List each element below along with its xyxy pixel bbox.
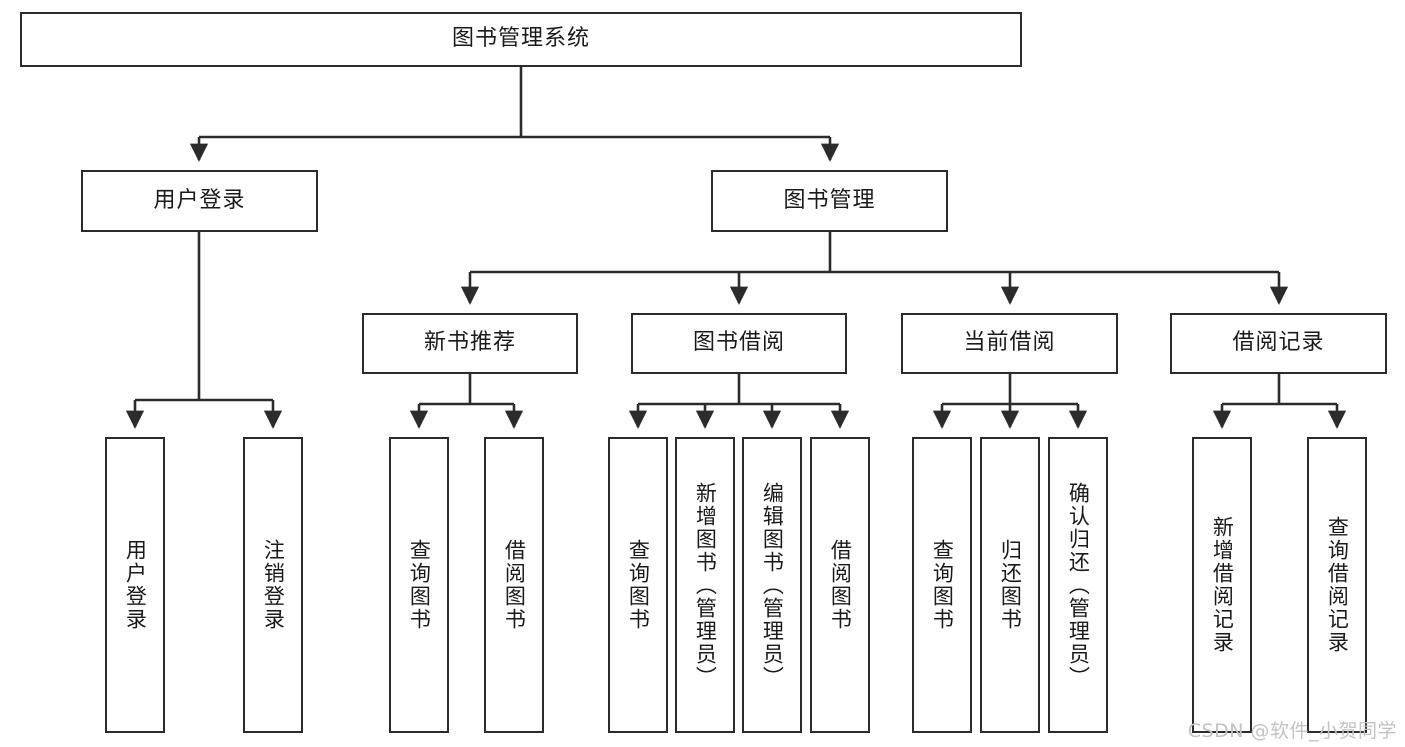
leaf-current-borrow-confirm-return[interactable]: 确认归还（管理员） <box>1048 437 1108 733</box>
leaf-label: 归还图书 <box>998 539 1023 631</box>
leaf-label: 确认归还（管理员） <box>1066 481 1091 689</box>
leaf-borrow-record-query[interactable]: 查询借阅记录 <box>1307 437 1367 733</box>
node-root-label: 图书管理系统 <box>451 26 590 52</box>
leaf-book-borrow-query[interactable]: 查询图书 <box>608 437 668 733</box>
node-current-borrow[interactable]: 当前借阅 <box>901 313 1118 374</box>
node-user-login[interactable]: 用户登录 <box>81 170 318 232</box>
leaf-label: 查询图书 <box>407 539 432 631</box>
leaf-label: 编辑图书（管理员） <box>760 481 785 689</box>
leaf-label: 查询借阅记录 <box>1325 516 1350 654</box>
node-borrow-record-label: 借阅记录 <box>1232 330 1325 356</box>
leaf-label: 新增图书（管理员） <box>693 481 718 689</box>
leaf-book-borrow-borrow[interactable]: 借阅图书 <box>810 437 870 733</box>
leaf-current-borrow-return[interactable]: 归还图书 <box>980 437 1040 733</box>
node-user-login-label: 用户登录 <box>153 187 246 213</box>
leaf-label: 注销登录 <box>261 539 286 631</box>
node-book-borrow[interactable]: 图书借阅 <box>631 313 847 374</box>
leaf-current-borrow-query[interactable]: 查询图书 <box>912 437 972 733</box>
node-book-borrow-label: 图书借阅 <box>692 330 785 356</box>
leaf-label: 用户登录 <box>123 539 148 631</box>
leaf-new-book-borrow[interactable]: 借阅图书 <box>484 437 544 733</box>
node-book-management[interactable]: 图书管理 <box>711 170 948 232</box>
leaf-user-login-signin[interactable]: 用户登录 <box>105 437 165 733</box>
node-new-book-recommend-label: 新书推荐 <box>423 330 516 356</box>
leaf-user-login-signout[interactable]: 注销登录 <box>243 437 303 733</box>
leaf-label: 查询图书 <box>930 539 955 631</box>
leaf-label: 借阅图书 <box>502 539 527 631</box>
node-root-system[interactable]: 图书管理系统 <box>20 12 1022 67</box>
node-book-management-label: 图书管理 <box>783 187 876 213</box>
leaf-book-borrow-edit[interactable]: 编辑图书（管理员） <box>742 437 802 733</box>
leaf-label: 新增借阅记录 <box>1210 516 1235 654</box>
leaf-label: 查询图书 <box>626 539 651 631</box>
leaf-borrow-record-add[interactable]: 新增借阅记录 <box>1192 437 1252 733</box>
node-borrow-record[interactable]: 借阅记录 <box>1170 313 1387 374</box>
leaf-book-borrow-add[interactable]: 新增图书（管理员） <box>675 437 735 733</box>
csdn-watermark: CSDN @软件_小贺同学 <box>1187 720 1397 742</box>
node-current-borrow-label: 当前借阅 <box>963 330 1056 356</box>
node-new-book-recommend[interactable]: 新书推荐 <box>362 313 578 374</box>
leaf-label: 借阅图书 <box>828 539 853 631</box>
leaf-new-book-query[interactable]: 查询图书 <box>389 437 449 733</box>
